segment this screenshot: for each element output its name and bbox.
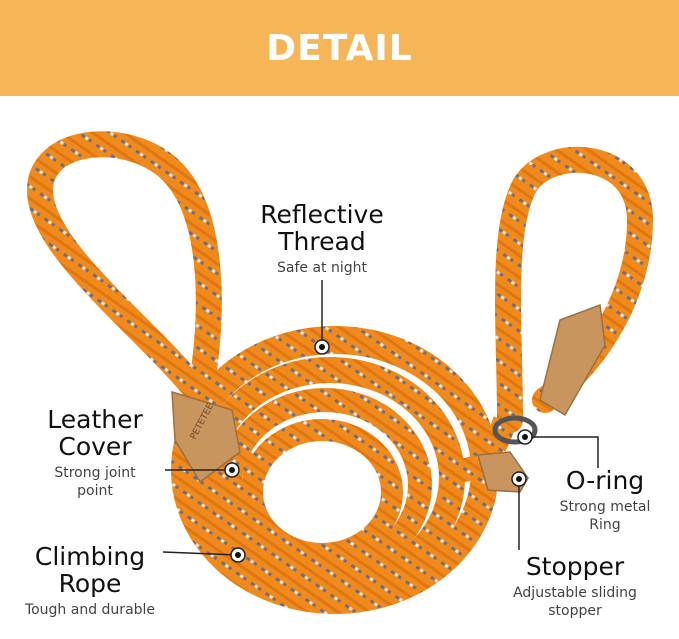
climbing-title-line2: Rope [58, 569, 122, 598]
rope-coil-middle [195, 357, 465, 599]
o-ring [492, 415, 538, 445]
leash-illustration: PETETEE [26, 131, 654, 614]
leather-cover-right [539, 303, 606, 417]
right-slip-loop [495, 146, 654, 433]
oring-subtitle-line2: Ring [589, 517, 621, 533]
reflective-title-line1: Reflective [260, 200, 384, 229]
stopper-subtitle-line1: Adjustable sliding [513, 585, 637, 601]
rope-coil-core [241, 419, 403, 565]
callout-leather-cover: Leather Cover Strong joint point [30, 406, 160, 500]
page-title: DETAIL [266, 27, 413, 69]
callout-o-ring: O-ring Strong metal Ring [545, 467, 665, 534]
callout-stopper: Stopper Adjustable sliding stopper [500, 553, 650, 620]
oring-leader-line [525, 436, 599, 468]
stopper-title: Stopper [525, 552, 625, 581]
callout-climbing-rope: Climbing Rope Tough and durable [20, 543, 160, 619]
oring-subtitle-line1: Strong metal [559, 499, 651, 515]
leather-title-line2: Cover [58, 432, 132, 461]
leather-subtitle-line1: Strong joint [54, 465, 136, 481]
stopper-subtitle-line2: stopper [548, 603, 602, 619]
rope-coil-inner [218, 388, 432, 582]
climbing-subtitle: Tough and durable [24, 602, 156, 618]
leather-subtitle-line2: point [77, 483, 113, 499]
leather-cover-left [171, 390, 241, 484]
header-banner: DETAIL [0, 0, 679, 96]
leather-title-line1: Leather [47, 405, 143, 434]
marker-dots [224, 339, 533, 563]
climbing-title-line1: Climbing [34, 542, 146, 571]
reflective-subtitle: Safe at night [277, 260, 367, 276]
callout-reflective-thread: Reflective Thread Safe at night [232, 201, 412, 277]
left-handle-loop [26, 131, 222, 408]
climbing-leader-line [162, 551, 239, 556]
reflective-title-line2: Thread [278, 227, 366, 256]
oring-title: O-ring [565, 466, 645, 495]
